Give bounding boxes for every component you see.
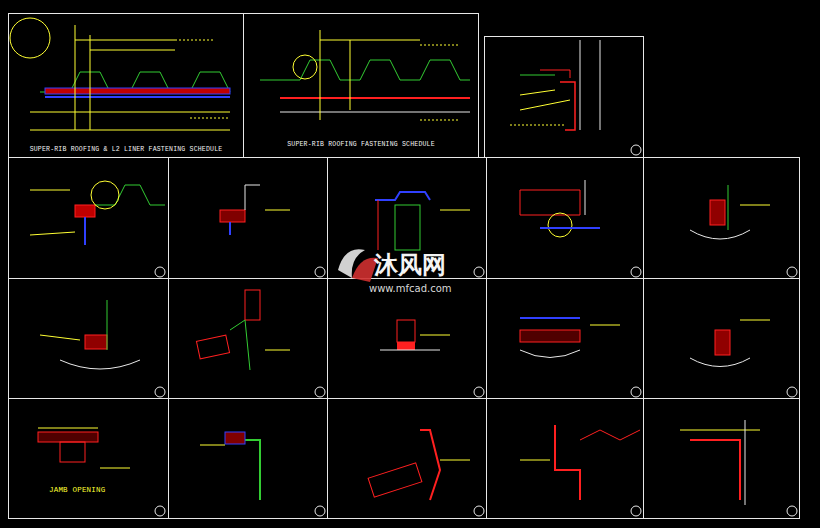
detail-title: SUPER-RIB ROOFING & L2 LINER FASTENING S… xyxy=(30,146,223,153)
detail-panel: SUPER-RIB ROOFING FASTENING SCHEDULE xyxy=(243,13,479,158)
watermark: www.mfcad.com xyxy=(369,283,452,294)
detail-title: JAMB OPENING xyxy=(49,486,105,494)
watermark: 沐风网 xyxy=(374,251,446,279)
detail-title: SUPER-RIB ROOFING FASTENING SCHEDULE xyxy=(287,141,435,148)
detail-panel: JAMB OPENING xyxy=(8,398,169,519)
detail-panel: SUPER-RIB ROOFING & L2 LINER FASTENING S… xyxy=(8,13,244,158)
